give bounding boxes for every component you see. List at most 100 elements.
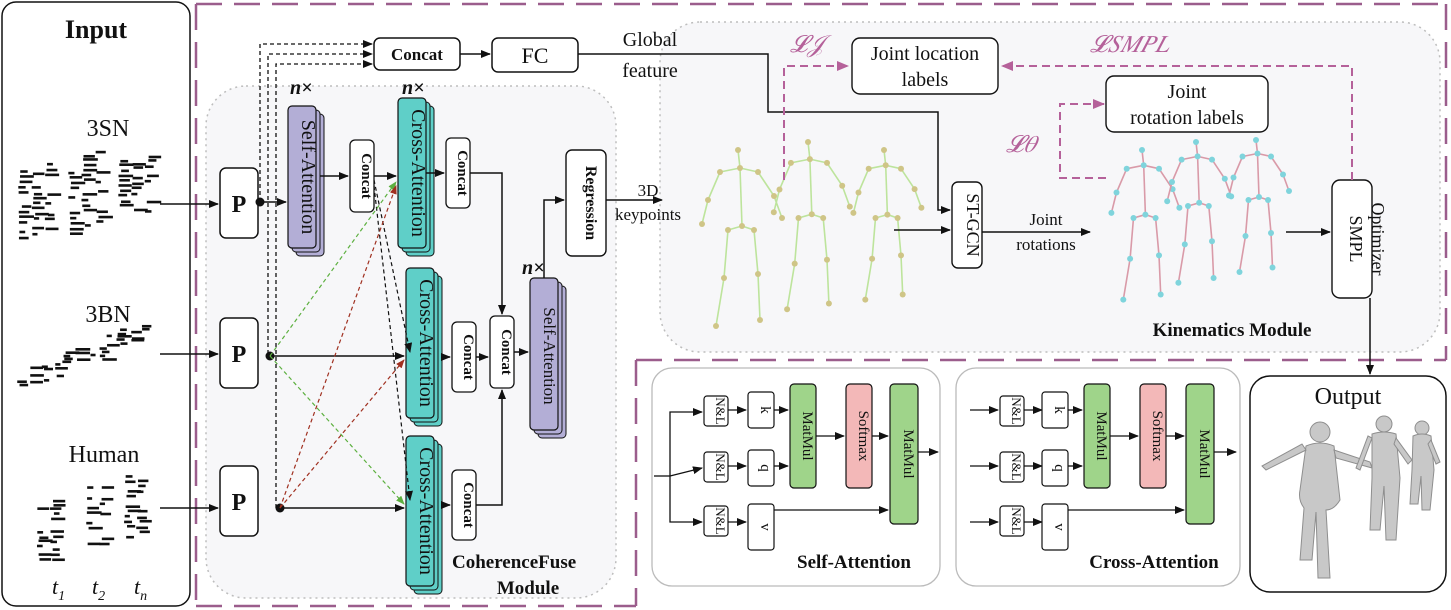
- nx-label-right: n×: [522, 257, 545, 279]
- pc-human-point: [101, 497, 114, 501]
- smpl-skeleton-bone: [1122, 258, 1131, 300]
- keypoint-skeleton-bone: [871, 217, 877, 259]
- smpl-skeleton-joint: [1236, 269, 1243, 275]
- pc-human-point: [39, 558, 52, 561]
- pc-3sn-point: [119, 163, 134, 166]
- pc-3sn-point: [18, 236, 29, 240]
- concat-fuse-label: Concat: [498, 329, 514, 375]
- pc-3sn-point: [21, 205, 32, 208]
- pc-3sn-point: [147, 174, 159, 178]
- keypoint-skeleton-joint: [791, 260, 798, 267]
- pc-human-point: [127, 509, 142, 513]
- smpl-skeleton-joint: [1226, 192, 1232, 199]
- keypoint-skeleton-joint: [757, 317, 763, 323]
- joint-rotation-labels-2: rotation labels: [1130, 107, 1244, 129]
- keypoint-skeleton-bone: [896, 217, 902, 256]
- global-feature-arrow: [578, 53, 951, 214]
- pc-3sn-point: [83, 168, 98, 172]
- pc-3bn-point: [55, 363, 61, 366]
- joint-location-labels-box: [851, 37, 999, 95]
- smpl-skeleton-joint: [1242, 233, 1249, 239]
- smpl-skeleton-joint: [1210, 275, 1217, 281]
- pc-3sn-point: [32, 226, 45, 230]
- pc-3sn-point: [47, 213, 55, 217]
- pc-3sn-point: [20, 170, 28, 173]
- concat-top-label: Concat: [391, 45, 443, 64]
- cross-nl-3: N&L: [1009, 507, 1024, 535]
- pc-human-point: [125, 475, 133, 478]
- pc-human-point: [136, 526, 149, 530]
- pc-3bn-point: [30, 366, 44, 370]
- keypoint-skeleton-joint: [779, 215, 785, 221]
- cross-attention-stack-1: Cross-Attention n×: [397, 77, 435, 257]
- keypoint-skeleton-bone: [739, 167, 759, 173]
- pc-3sn-point: [70, 216, 77, 220]
- dashed-concat-links: [259, 40, 373, 508]
- cross-attention-stack-3: Cross-Attention: [405, 435, 443, 595]
- pc-human-point: [127, 490, 141, 493]
- smpl-skeleton-joint: [1127, 255, 1134, 262]
- pc-3sn-point: [83, 158, 98, 161]
- loss-theta-label: 𝓛𝜃: [1006, 132, 1039, 158]
- pc-3bn-point: [64, 357, 73, 361]
- smpl-skeleton-joint: [1245, 197, 1252, 203]
- smpl-optimizer-label-1: SMPL: [1346, 215, 1366, 262]
- smpl-skeleton-bone: [1232, 156, 1244, 178]
- self-attention-detail: N&L N&L N&L k q v MatMul Softmax MatMul …: [651, 367, 941, 587]
- smpl-skeleton-joint: [1139, 147, 1145, 153]
- keypoint-skeleton-joint: [713, 323, 719, 329]
- p-block-3bn-label: P: [232, 342, 247, 368]
- concat-mid-label: Concat: [358, 153, 374, 199]
- pc-3sn-point: [46, 168, 58, 172]
- pc-3sn-point: [18, 210, 30, 214]
- concat-cross2-label: Concat: [460, 334, 476, 380]
- smpl-skeleton-joint: [1156, 165, 1162, 172]
- keypoint-skeleton-joint: [820, 215, 827, 221]
- pc-3sn-point: [120, 159, 129, 163]
- pc-human-point: [137, 509, 148, 513]
- smpl-skeleton-bone: [1270, 156, 1284, 175]
- p-block-human: [219, 465, 259, 537]
- pc-3sn-point: [119, 178, 130, 182]
- pc-3bn-point: [19, 383, 29, 387]
- smpl-skeleton-joint: [1209, 156, 1215, 163]
- keypoint-skeleton-bone: [852, 192, 860, 214]
- pc-human-point: [50, 553, 60, 557]
- smpl-skeleton-joint: [1152, 215, 1159, 221]
- pc-3sn-point: [132, 163, 146, 166]
- pc-3sn-point: [47, 193, 62, 196]
- keypoint-skeleton-bone: [900, 255, 904, 295]
- pc-3sn-point: [19, 230, 26, 234]
- point-cloud-human: [36, 475, 152, 562]
- smpl-skeleton-bone: [1184, 205, 1189, 245]
- keypoint-skeleton-joint: [699, 221, 705, 227]
- keypoint-skeleton-joint: [862, 296, 869, 303]
- keypoint-skeleton-bone: [737, 149, 741, 169]
- pc-human-point: [137, 490, 144, 494]
- pc-3sn-point: [96, 210, 108, 214]
- kinematics-module-label: Kinematics Module: [1153, 320, 1312, 341]
- smpl-skeleton-joint: [1130, 215, 1137, 221]
- pc-human-point: [50, 507, 62, 510]
- pc-3bn-point: [141, 324, 152, 328]
- pc-human-point: [138, 484, 146, 488]
- cross-attention-1-label: Cross-Attention: [407, 109, 429, 237]
- smpl-skeleton-joint: [1196, 199, 1203, 206]
- pc-3sn-point: [44, 217, 55, 221]
- keypoint-skeleton-joint: [824, 159, 830, 166]
- smpl-skeleton-bone: [1110, 192, 1118, 214]
- pc-3bn-point: [63, 354, 71, 358]
- flow-arrows: [270, 169, 529, 512]
- pc-3sn-point: [118, 184, 132, 187]
- p-blocks: P P P: [219, 167, 259, 537]
- smpl-skeleton-bone: [1211, 159, 1226, 180]
- pc-3bn-point: [56, 374, 64, 378]
- pc-3sn-point: [33, 201, 41, 205]
- pc-3bn-point: [30, 380, 43, 384]
- keypoint-skeleton-bone: [719, 167, 741, 173]
- self-softmax: Softmax: [855, 411, 871, 462]
- cross-k: k: [1051, 406, 1067, 414]
- point-cloud-3bn: [17, 324, 152, 387]
- pc-3bn-point: [120, 342, 128, 345]
